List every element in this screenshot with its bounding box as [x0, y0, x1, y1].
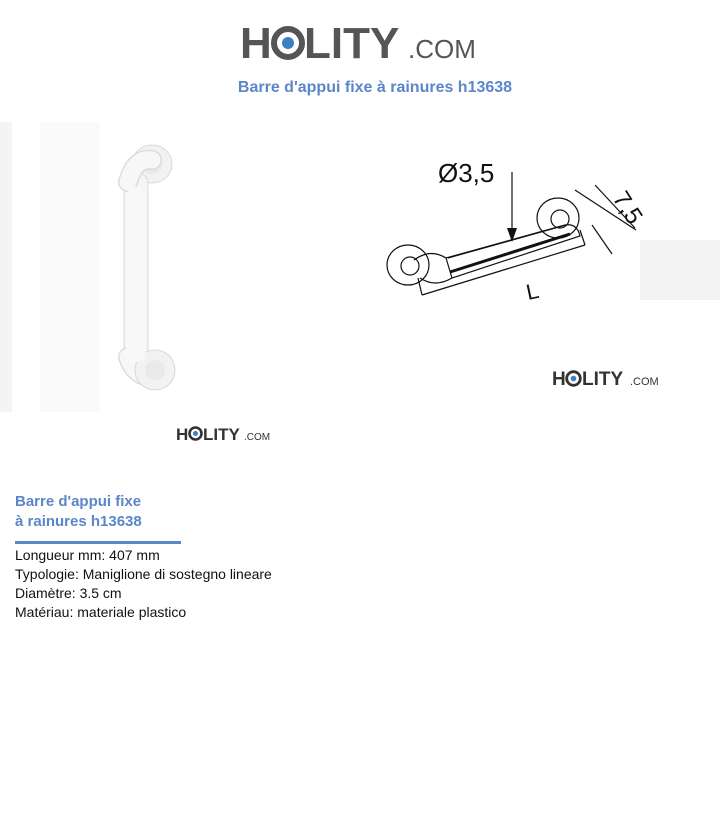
- spec-value: 3.5 cm: [79, 585, 122, 601]
- page-title: Barre d'appui fixe à rainures h13638: [237, 79, 513, 96]
- spec-label: Longueur mm: [15, 547, 102, 563]
- spec-row: Diamètre: 3.5 cm: [15, 585, 122, 601]
- spec-value: materiale plastico: [77, 604, 187, 620]
- svg-text:H: H: [176, 425, 188, 444]
- svg-text:.COM: .COM: [244, 432, 270, 443]
- technical-diagram: Ø3,5 7,5 L: [386, 158, 720, 305]
- specs-list: Longueur mm: 407 mm Typologie: Maniglion…: [15, 546, 272, 622]
- spec-label: Typologie: [15, 566, 75, 582]
- product-heading-line2: à rainures h13638: [15, 513, 142, 530]
- holity-watermark-logo: H LITY .COM: [176, 425, 270, 444]
- product-heading: Barre d'appui fixe à rainures h13638: [15, 492, 235, 532]
- svg-text:.COM: .COM: [408, 34, 476, 64]
- svg-text:.COM: .COM: [630, 376, 659, 388]
- depth-label: 7,5: [607, 187, 648, 230]
- spec-value: Maniglione di sostegno lineare: [82, 566, 272, 582]
- holity-logo[interactable]: H LITY .COM: [240, 16, 485, 74]
- spec-row: Longueur mm: 407 mm: [15, 547, 160, 563]
- product-photo: [0, 112, 300, 432]
- spec-label: Matériau: [15, 604, 70, 620]
- spec-row: Matériau: materiale plastico: [15, 604, 187, 620]
- spec-value: 407 mm: [109, 547, 160, 563]
- svg-text:H: H: [552, 369, 566, 390]
- product-heading-line1: Barre d'appui fixe: [15, 493, 142, 510]
- length-label: L: [524, 278, 541, 305]
- heading-divider: [15, 541, 181, 544]
- svg-text:LITY: LITY: [582, 369, 623, 390]
- spec-label: Diamètre: [15, 585, 72, 601]
- diameter-label: Ø3,5: [438, 158, 494, 188]
- spec-row: Typologie: Maniglione di sostegno linear…: [15, 566, 272, 582]
- svg-text:LITY: LITY: [304, 19, 399, 68]
- svg-text:LITY: LITY: [203, 425, 240, 444]
- svg-text:H: H: [240, 19, 272, 68]
- holity-watermark-logo: H LITY .COM: [552, 369, 659, 390]
